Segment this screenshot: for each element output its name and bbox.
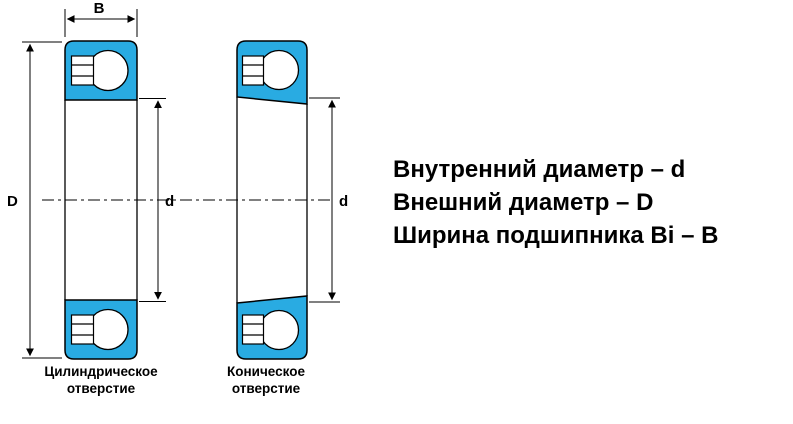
left-bearing-caption-line2: отверстие: [67, 381, 136, 396]
right-bearing-caption-line1: Коническое: [227, 364, 305, 379]
bearing-cage-section: [241, 314, 265, 345]
bore-dimension-label-right: d: [339, 193, 348, 210]
legend-bearing-width: Ширина подшипника Bi – B: [393, 222, 719, 249]
width-dimension-label: B: [94, 0, 105, 17]
left-bearing-diagram: [64, 40, 138, 360]
bearing-cage-section: [70, 55, 95, 86]
bearing-ball: [258, 309, 300, 351]
dimension-legend: Внутренний диаметр – d Внешний диаметр –…: [393, 153, 788, 252]
right-bearing-diagram: [236, 40, 308, 360]
dimension-d-right: [309, 97, 340, 303]
bearing-cage-section: [241, 55, 265, 86]
right-bearing-caption-line2: отверстие: [232, 381, 301, 396]
dimension-B: [64, 9, 138, 37]
bearing-diagrams: B D d: [7, 0, 348, 396]
legend-inner-diameter: Внутренний диаметр – d: [393, 156, 686, 183]
left-bearing-caption-line1: Цилиндрическое: [44, 364, 158, 379]
dimension-D: [22, 41, 62, 359]
dimension-d-left: [139, 98, 166, 302]
bearing-ball: [258, 49, 300, 91]
legend-outer-diameter: Внешний диаметр – D: [393, 189, 654, 216]
bore-dimension-label-left: d: [165, 193, 174, 210]
bearing-cage-section: [70, 314, 95, 345]
outer-diameter-dimension-label: D: [7, 193, 18, 210]
